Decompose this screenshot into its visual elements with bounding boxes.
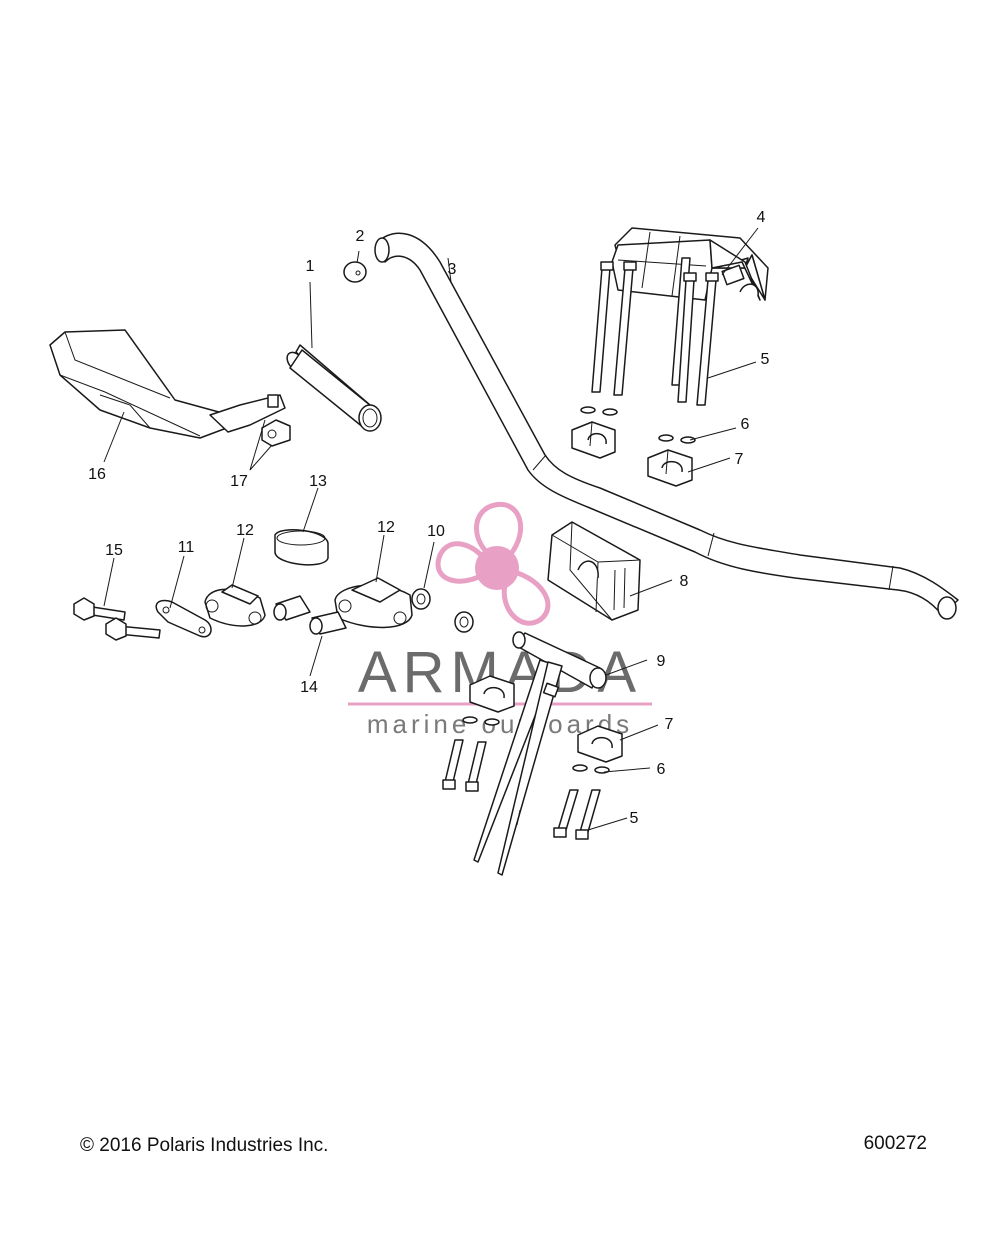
part-3-handlebar [374,232,959,620]
callout-7-upper: 7 [735,451,744,468]
callout-4: 4 [757,209,766,226]
part-12-clamp-right [334,577,413,629]
part-8-bar-mount [547,521,641,621]
diagram-number: 600272 [863,1133,927,1154]
part-17-clamp [261,419,291,447]
part-13-ring [274,529,329,566]
callout-6-lower: 6 [657,761,666,778]
part-6-lower-washers [462,716,610,774]
part-7-lower-clamp-right [577,725,623,763]
part-10-bushings [411,588,474,633]
callout-13: 13 [309,473,327,490]
part-5-upper-bolts [591,257,719,406]
propeller-logo-icon [435,502,551,626]
part-11-plate [155,599,212,638]
part-12-clamp-left [204,584,266,627]
part-7-upper-clamp-left [571,421,616,459]
part-1-grip [286,344,382,432]
callout-5-lower: 5 [630,810,639,827]
callout-16: 16 [88,466,106,483]
callout-17: 17 [230,473,248,490]
callout-8: 8 [680,573,689,590]
part-6-upper-washers [580,406,696,444]
callout-2: 2 [356,228,365,245]
part-7-upper-clamp-right [647,449,693,487]
callout-15: 15 [105,542,123,559]
callout-1: 1 [306,258,315,275]
callout-12-right: 12 [377,519,395,536]
callout-leaders [103,227,759,831]
callout-14: 14 [300,679,318,696]
callout-11: 11 [178,539,195,556]
part-16-handguard [49,329,286,439]
part-2-end-cap [343,261,367,283]
callout-9: 9 [657,653,666,670]
callout-10: 10 [427,523,445,540]
callout-6-upper: 6 [741,416,750,433]
callout-labels: 1 2 3 4 5 6 7 8 9 7 6 5 10 11 12 12 13 1… [88,209,769,827]
part-7-lower-clamp-left [469,675,515,713]
callout-7-lower: 7 [665,716,674,733]
callout-5-upper: 5 [761,351,770,368]
part-14-spacers [273,595,347,635]
callout-3: 3 [448,261,457,278]
part-15-bolts [73,597,161,641]
callout-12-left: 12 [236,522,254,539]
copyright-notice: © 2016 Polaris Industries Inc. [80,1135,329,1156]
part-5-lower-bolts [442,739,601,840]
part-9-steering-post [473,631,607,876]
